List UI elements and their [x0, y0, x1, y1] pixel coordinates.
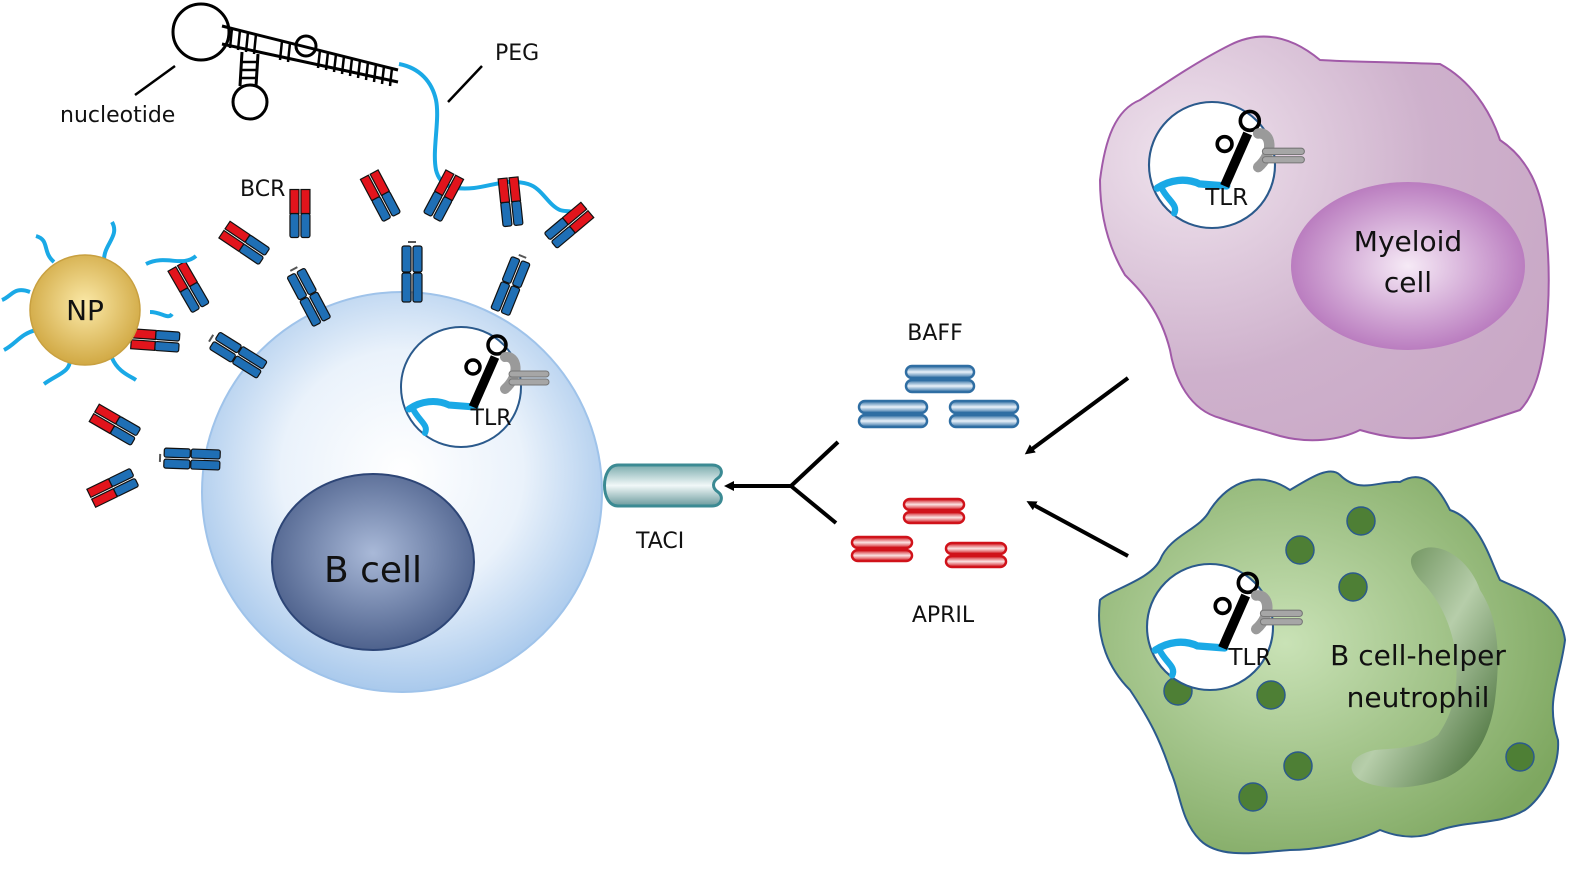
myeloid-secretion-arrow — [1024, 376, 1130, 455]
april-subunit — [902, 497, 966, 525]
tlr-label: TLR — [1227, 645, 1271, 671]
baff-subunit — [857, 399, 929, 429]
granule — [1285, 535, 1315, 565]
peg-chain — [398, 62, 576, 216]
taci-receptor — [603, 463, 723, 508]
myeloid-label-line2: cell — [1384, 266, 1432, 299]
myeloid-cell: Myeloid cell — [1098, 35, 1550, 442]
peg-pointer — [447, 65, 483, 103]
april-label: APRIL — [912, 603, 975, 628]
nanoparticle: NP — [1, 221, 198, 386]
neutrophil-nucleus — [1351, 547, 1498, 788]
myeloid-nucleus — [1291, 182, 1525, 350]
peg-label: PEG — [495, 41, 539, 66]
b-cell: B cell — [201, 291, 603, 693]
ligand-binding-arrow — [724, 440, 840, 525]
bcr-label: BCR — [240, 177, 285, 202]
baff-subunit — [904, 364, 976, 394]
granule — [1505, 742, 1535, 772]
baff-label: BAFF — [907, 321, 962, 346]
aptamer-nucleotide — [171, 2, 399, 121]
baff-trimer — [857, 364, 1020, 429]
granule — [1283, 751, 1313, 781]
tlr-label: TLR — [1204, 185, 1248, 211]
april-subunit — [850, 535, 914, 563]
april-subunit — [944, 541, 1008, 569]
tlr-endosome-bcell: TLR — [401, 327, 549, 447]
granule — [1256, 680, 1286, 710]
granule — [1238, 782, 1268, 812]
granule — [1346, 506, 1376, 536]
taci-label: TACI — [635, 529, 684, 554]
b-cell-nucleus — [271, 473, 475, 651]
nucleotide-pointer — [134, 64, 176, 97]
tlr-endosome-neutrophil: TLR — [1147, 564, 1302, 690]
granule — [1338, 572, 1368, 602]
neutrophil-label-line2: neutrophil — [1347, 681, 1490, 714]
neutrophil-label-line1: B cell-helper — [1330, 639, 1506, 672]
neutrophil-secretion-arrow — [1026, 501, 1129, 558]
baff-subunit — [948, 399, 1020, 429]
tlr-endosome-myeloid: TLR — [1149, 102, 1304, 228]
bcr-antibody — [359, 168, 465, 303]
april-trimer — [850, 497, 1008, 569]
myeloid-label-line1: Myeloid — [1354, 225, 1462, 258]
np-label: NP — [66, 294, 104, 327]
b-cell-label: B cell — [324, 550, 422, 591]
tlr-label: TLR — [470, 406, 512, 431]
nucleotide-label: nucleotide — [60, 103, 175, 128]
